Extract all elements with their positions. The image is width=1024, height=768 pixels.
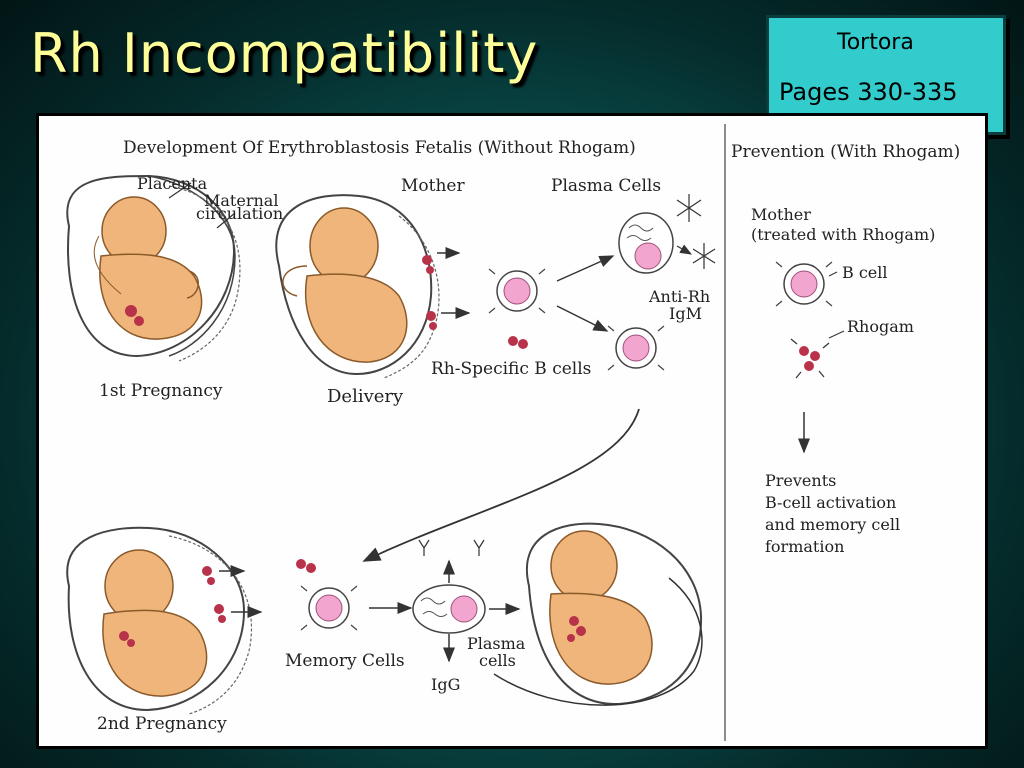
reference-pages: Pages 330-335 — [779, 78, 958, 106]
rh-incompatibility-diagram: Development Of Erythroblastosis Fetalis … — [39, 116, 985, 746]
b-cell-top — [488, 268, 546, 314]
main-heading: Development Of Erythroblastosis Fetalis … — [123, 138, 636, 158]
label-second-pregnancy: 2nd Pregnancy — [97, 714, 227, 734]
igm-antibody-2 — [692, 243, 716, 269]
prevention-rhogam-label: Rhogam — [847, 317, 914, 336]
label-igg: IgG — [431, 675, 460, 694]
label-rh-specific-b-cells: Rh-Specific B cells — [431, 359, 591, 379]
return-circulation-arrow — [493, 577, 703, 706]
circulation-leader — [216, 212, 236, 229]
affected-fetus-illustration — [526, 522, 703, 706]
label-circulation: circulation — [196, 204, 283, 223]
prevents-line-1: Prevents — [765, 471, 836, 490]
label-plasma: Plasma — [467, 634, 526, 653]
label-cells: cells — [479, 651, 516, 670]
prevention-b-cell-label: B cell — [842, 263, 888, 282]
label-plasma-cells-top: Plasma Cells — [551, 176, 661, 196]
diagram-panel: Development Of Erythroblastosis Fetalis … — [36, 113, 988, 749]
prevents-line-3: and memory cell — [765, 515, 900, 534]
delivery-illustration — [275, 194, 440, 379]
prevents-line-2: B-cell activation — [765, 493, 896, 512]
plasma-cell-bottom — [412, 584, 486, 634]
slide-title: Rh Incompatibility — [30, 22, 539, 85]
label-placenta: Placenta — [137, 174, 208, 193]
rhogam-molecule — [790, 338, 830, 379]
label-mother: Mother — [401, 176, 465, 196]
second-pregnancy-illustration — [66, 526, 253, 715]
memory-cell — [300, 585, 358, 631]
prevents-line-4: formation — [765, 537, 844, 556]
plasma-cell-top — [618, 212, 674, 274]
prevention-b-cell — [775, 261, 833, 307]
prevention-heading: Prevention (With Rhogam) — [731, 142, 960, 162]
curved-arrow-to-memory — [362, 408, 640, 562]
reference-author: Tortora — [837, 30, 914, 55]
label-igm: IgM — [669, 304, 702, 323]
igm-antibody-1 — [676, 194, 702, 222]
memory-b-cell-top — [607, 325, 665, 371]
prevention-mother: Mother — [751, 205, 811, 224]
label-memory-cells: Memory Cells — [285, 651, 405, 671]
label-delivery: Delivery — [327, 386, 404, 407]
label-first-pregnancy: 1st Pregnancy — [99, 381, 223, 401]
placenta-leader — [168, 182, 192, 199]
label-maternal: Maternal — [204, 191, 278, 210]
igg-antibodies-top — [418, 539, 485, 556]
first-pregnancy-illustration — [66, 174, 241, 362]
label-anti-rh: Anti-Rh — [648, 287, 710, 306]
prevention-treated: (treated with Rhogam) — [751, 225, 935, 244]
